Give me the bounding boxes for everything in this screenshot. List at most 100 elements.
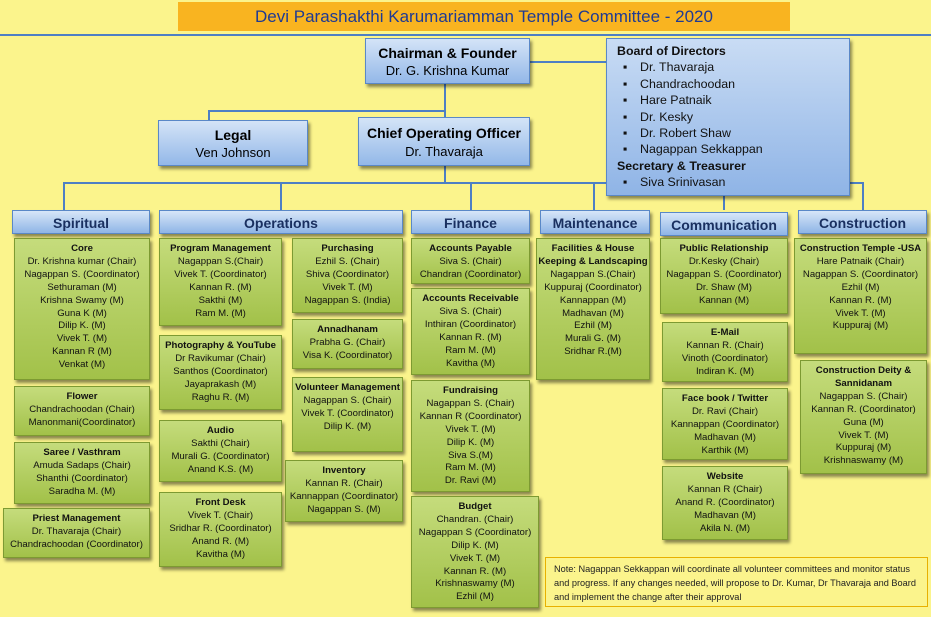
member-item: Dr Ravikumar (Chair) bbox=[175, 352, 266, 364]
member-item: Nagappan S.(Chair) bbox=[550, 268, 636, 280]
member-item: Nagappan S. (Coordinator) bbox=[24, 268, 140, 280]
member-item: Jayaprakash (M) bbox=[184, 378, 257, 390]
member-item: Vivek T. (M) bbox=[56, 333, 108, 345]
member-item: Kannan R. (Chair) bbox=[686, 339, 764, 351]
member-item: Chandran (Coordinator) bbox=[419, 268, 522, 280]
member-item: Ezhil (M) bbox=[841, 281, 880, 293]
member-item: Vivek T. (Chair) bbox=[187, 509, 254, 521]
member-item: Ezhil (M) bbox=[574, 320, 612, 332]
member-item: Nagappan S. (M) bbox=[307, 503, 381, 515]
group-title: E-Mail bbox=[710, 327, 740, 338]
member-item: Sridhar R. (Coordinator) bbox=[169, 522, 272, 534]
member-item: Murali G. (M) bbox=[565, 333, 621, 345]
member-item: Dilip K. (M) bbox=[58, 320, 106, 332]
member-item: Visa K. (Coordinator) bbox=[302, 349, 393, 361]
legal-name: Ven Johnson bbox=[195, 145, 271, 160]
board-member: Dr. Kesky bbox=[617, 109, 849, 125]
legal-stem-line bbox=[208, 110, 210, 120]
member-item: Dr. Thavaraja (Chair) bbox=[31, 525, 122, 537]
chairman-box: Chairman & Founder Dr. G. Krishna Kumar bbox=[365, 38, 530, 84]
maintenance-drop bbox=[593, 182, 595, 210]
member-item: Anand K.S. (M) bbox=[187, 463, 254, 475]
member-item: Chandrachoodan (Chair) bbox=[29, 403, 135, 415]
member-item: Kavitha (M) bbox=[195, 548, 246, 560]
member-item: Shiva (Coordinator) bbox=[305, 268, 390, 280]
board-member: Nagappan Sekkappan bbox=[617, 141, 849, 157]
group-title: Public Relationship bbox=[679, 243, 769, 254]
member-item: Dilip K. (M) bbox=[323, 420, 372, 432]
dept-communication: Communication bbox=[660, 212, 788, 236]
board-member: Dr. Robert Shaw bbox=[617, 125, 849, 141]
member-item: Ram M. (M) bbox=[195, 307, 246, 319]
dept-maintenance: Maintenance bbox=[540, 210, 650, 234]
member-item: Kannan R. (M) bbox=[443, 565, 507, 577]
member-item: Kuppuraj (Coordinator) bbox=[544, 281, 642, 293]
member-item: Sethuraman (M) bbox=[47, 281, 117, 293]
member-item: Guna K (M) bbox=[57, 307, 107, 319]
member-item: Raghu R. (M) bbox=[191, 391, 250, 403]
member-item: Kannan (M) bbox=[698, 294, 750, 306]
member-item: Dr.Kesky (Chair) bbox=[688, 255, 760, 267]
member-item: Kannan R. (Coordinator) bbox=[811, 403, 916, 415]
group-title: Photography & YouTube bbox=[165, 340, 276, 351]
member-item: Vivek T. (M) bbox=[322, 281, 373, 293]
member-item: Krishnaswamy (M) bbox=[435, 578, 515, 590]
group-facilities: Facilities & House Keeping & Landscaping… bbox=[536, 238, 650, 380]
board-title: Board of Directors bbox=[617, 44, 726, 58]
member-item: Kannappan (Coordinator) bbox=[289, 490, 399, 502]
member-item: Sakthi (M) bbox=[198, 294, 243, 306]
member-item: Dr. Ravi (M) bbox=[444, 475, 497, 487]
member-item: Sakthi (Chair) bbox=[191, 437, 250, 449]
chairman-name: Dr. G. Krishna Kumar bbox=[385, 63, 510, 78]
member-item: Akila N. (M) bbox=[699, 522, 751, 534]
construction-drop bbox=[862, 182, 864, 210]
coo-box: Chief Operating Officer Dr. Thavaraja bbox=[358, 117, 530, 166]
group-title: Program Management bbox=[170, 243, 271, 254]
chairman-title: Chairman & Founder bbox=[378, 45, 517, 61]
member-item: Krishnaswamy (M) bbox=[823, 455, 904, 467]
coo-name: Dr. Thavaraja bbox=[405, 144, 483, 159]
member-item: Nagappan S.(Chair) bbox=[177, 255, 264, 267]
member-item: Karthik (M) bbox=[701, 444, 749, 456]
member-item: Indiran K. (M) bbox=[695, 365, 755, 377]
group-title: Priest Management bbox=[32, 513, 121, 524]
member-item: Murali G. (Coordinator) bbox=[171, 450, 270, 462]
member-item: Ram M. (M) bbox=[445, 462, 496, 474]
member-item: Vivek T. (M) bbox=[445, 423, 496, 435]
communication-drop bbox=[723, 182, 725, 210]
member-item: Amuda Sadaps (Chair) bbox=[33, 459, 131, 471]
top-line bbox=[0, 34, 931, 36]
member-item: Manonmani(Coordinator) bbox=[28, 416, 136, 428]
secretary-member: Siva Srinivasan bbox=[617, 174, 849, 190]
member-item: Kannan R. (M) bbox=[829, 294, 892, 306]
member-item: Dilip K. (M) bbox=[451, 539, 499, 551]
group-title: Front Desk bbox=[195, 497, 246, 508]
member-item: Kuppuraj (M) bbox=[835, 442, 892, 454]
member-item: Kannan R. (Chair) bbox=[305, 477, 383, 489]
group-title: Core bbox=[71, 243, 93, 254]
member-item: Anand R. (Coordinator) bbox=[675, 496, 775, 508]
group-title: Audio bbox=[206, 425, 235, 436]
member-item: Siva S. (Chair) bbox=[439, 305, 502, 317]
member-item: Kavitha (M) bbox=[445, 357, 496, 369]
group-title: Construction Temple -USA bbox=[799, 243, 922, 254]
finance-drop bbox=[470, 182, 472, 210]
member-item: Siva S.(M) bbox=[448, 449, 493, 461]
group-title: Accounts Receivable bbox=[422, 293, 519, 304]
board-member: Hare Patnaik bbox=[617, 92, 849, 108]
member-item: Ezhil S. (Chair) bbox=[315, 255, 380, 267]
member-item: Kannappan (Coordinator) bbox=[670, 418, 780, 430]
member-item: Madhavan (M) bbox=[694, 509, 756, 521]
board-member: Chandrachoodan bbox=[617, 76, 849, 92]
